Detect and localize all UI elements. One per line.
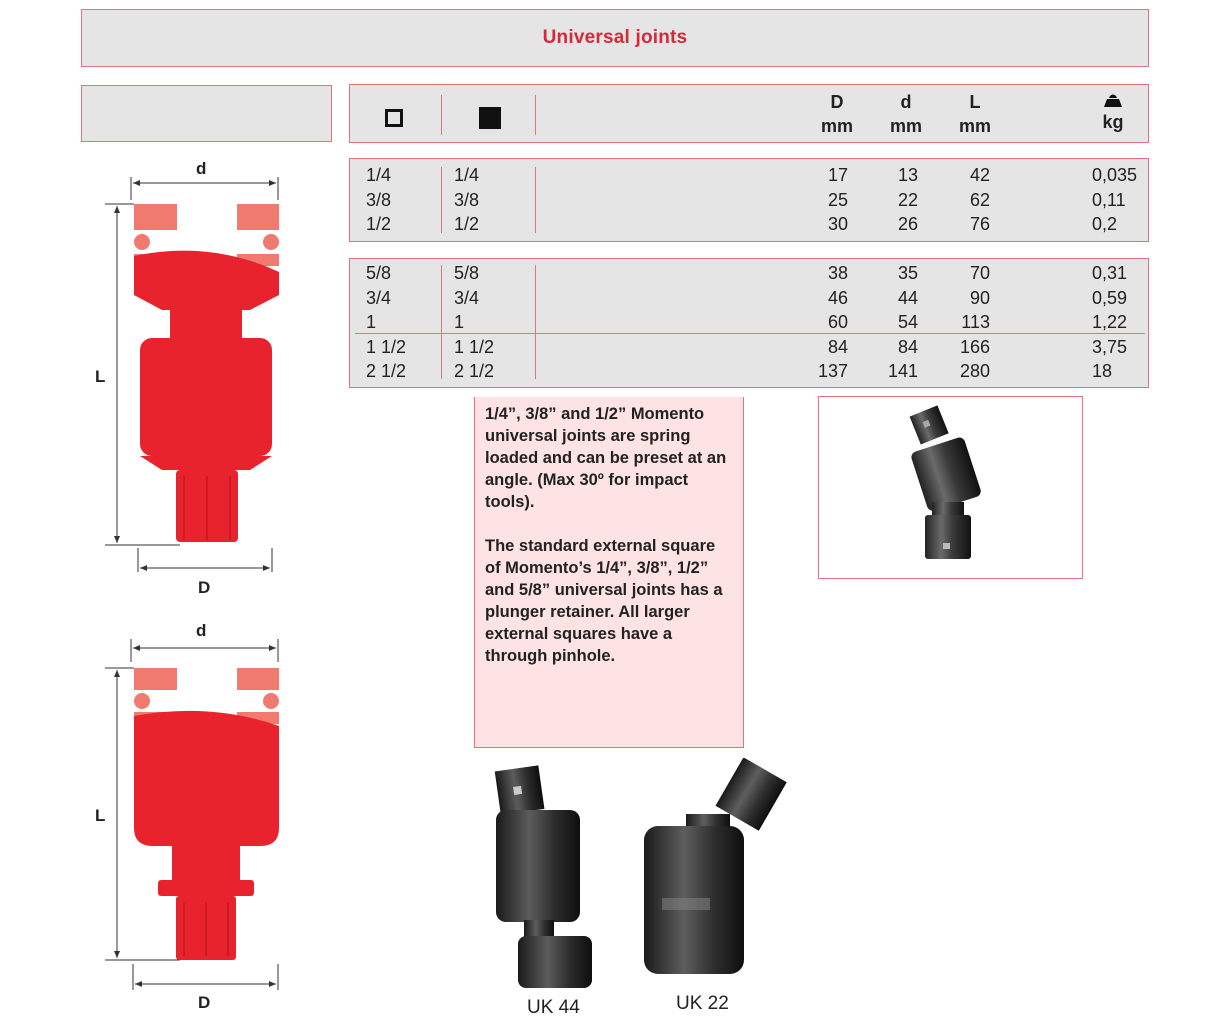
open-square-icon xyxy=(385,109,403,127)
table-cell-D: 84 xyxy=(827,336,848,357)
drawing1-L-label: L xyxy=(95,367,106,386)
table-cell-in: 1 xyxy=(366,312,377,332)
table-cell-in: 1/2 xyxy=(366,214,392,234)
page-title: Universal joints xyxy=(542,27,688,48)
table-cell-D: 25 xyxy=(827,189,848,210)
row-divider xyxy=(355,333,1145,334)
column-divider xyxy=(441,167,442,233)
uk44-photo xyxy=(494,765,592,988)
table-cell-D: 46 xyxy=(827,287,848,308)
table-cell-L: 62 xyxy=(969,189,990,210)
table-cell-d: 141 xyxy=(887,361,918,381)
table-cell-out: 3/4 xyxy=(454,287,480,308)
table-cell-in: 1/4 xyxy=(366,165,392,185)
table-cell-L: 42 xyxy=(969,165,990,185)
title-bar: Universal joints xyxy=(81,9,1149,67)
table-cell-d: 35 xyxy=(897,263,918,283)
table-cell-L: 280 xyxy=(959,361,990,381)
table-cell-L: 113 xyxy=(961,312,990,332)
table-cell-D: 30 xyxy=(827,214,848,234)
table-cell-in: 1 1/2 xyxy=(366,336,407,357)
drawing1-d-label: d xyxy=(196,159,207,178)
table-group-1: 1/4 1/4 17 13 42 0,035 3/8 3/8 25 22 62 0,11 1/2 1/2 3… xyxy=(349,158,1149,242)
left-header-box xyxy=(81,85,332,142)
table-cell-kg: 0,59 xyxy=(1092,287,1128,308)
table-cell-out: 1/4 xyxy=(454,165,480,185)
table-cell-d: 54 xyxy=(897,312,918,332)
table-cell-L: 70 xyxy=(969,263,990,283)
table-cell-d: 22 xyxy=(897,189,918,210)
table-cell-kg: 0,035 xyxy=(1092,165,1138,185)
header-col-weight: kg xyxy=(1090,90,1136,134)
product-photo-frame xyxy=(818,396,1083,579)
table-cell-kg: 0,31 xyxy=(1092,263,1128,283)
filled-square-icon xyxy=(479,107,501,129)
column-divider xyxy=(441,265,442,379)
table-cell-d: 84 xyxy=(897,336,918,357)
drawing2-d-label: d xyxy=(196,621,207,640)
table-cell-L: 90 xyxy=(969,287,990,308)
table-cell-L: 166 xyxy=(959,336,990,357)
caption-left: UK 44 xyxy=(527,997,580,1018)
table-cell-D: 60 xyxy=(827,312,848,332)
table-cell-d: 13 xyxy=(897,165,918,185)
table-cell-out: 2 1/2 xyxy=(454,361,495,381)
column-divider xyxy=(535,167,536,233)
drawing1-D-label: D xyxy=(198,578,211,597)
table-cell-d: 26 xyxy=(897,214,918,234)
table-cell-kg: 1,22 xyxy=(1092,312,1128,332)
table-cell-d: 44 xyxy=(897,287,918,308)
note-paragraph-1: 1/4”, 3/8” and 1/2” Momento universal jo… xyxy=(485,405,727,511)
table-cell-out: 1 1/2 xyxy=(454,336,495,357)
table-cell-in: 3/8 xyxy=(366,189,392,210)
table-cell-L: 76 xyxy=(969,214,990,234)
table-cell-kg: 3,75 xyxy=(1092,336,1128,357)
uk22-photo xyxy=(644,758,787,974)
table-cell-kg: 0,11 xyxy=(1092,189,1126,210)
table-cell-in: 3/4 xyxy=(366,287,392,308)
drawing2-D-label: D xyxy=(198,993,211,1012)
table-cell-out: 5/8 xyxy=(454,263,480,283)
table-cell-D: 38 xyxy=(827,263,848,283)
drawing2-L-label: L xyxy=(95,806,106,825)
table-cell-kg: 18 xyxy=(1092,361,1113,381)
table-cell-in: 5/8 xyxy=(366,263,392,283)
column-divider xyxy=(441,95,442,135)
table-cell-out: 3/8 xyxy=(454,189,480,210)
table-cell-D: 137 xyxy=(817,361,848,381)
column-divider xyxy=(535,95,536,135)
drawing2-diagram xyxy=(105,639,279,990)
column-divider xyxy=(535,265,536,379)
universal-joint-photo xyxy=(909,405,981,559)
table-cell-out: 1 xyxy=(454,312,465,332)
table-cell-D: 17 xyxy=(827,165,848,185)
table-cell-in: 2 1/2 xyxy=(366,361,407,381)
note-paragraph-2: The standard external square of Momento’… xyxy=(485,537,723,665)
weight-icon xyxy=(1104,94,1122,107)
drawing1-diagram xyxy=(105,177,279,572)
table-group-2: 5/8 5/8 38 35 70 0,31 3/4 3/4 46 44 90 0,59 1 1 60 54 11… xyxy=(349,258,1149,388)
info-note: 1/4”, 3/8” and 1/2” Momento universal jo… xyxy=(474,397,744,748)
table-cell-out: 1/2 xyxy=(454,214,480,234)
caption-right: UK 22 xyxy=(676,993,729,1014)
table-cell-kg: 0,2 xyxy=(1092,214,1118,234)
